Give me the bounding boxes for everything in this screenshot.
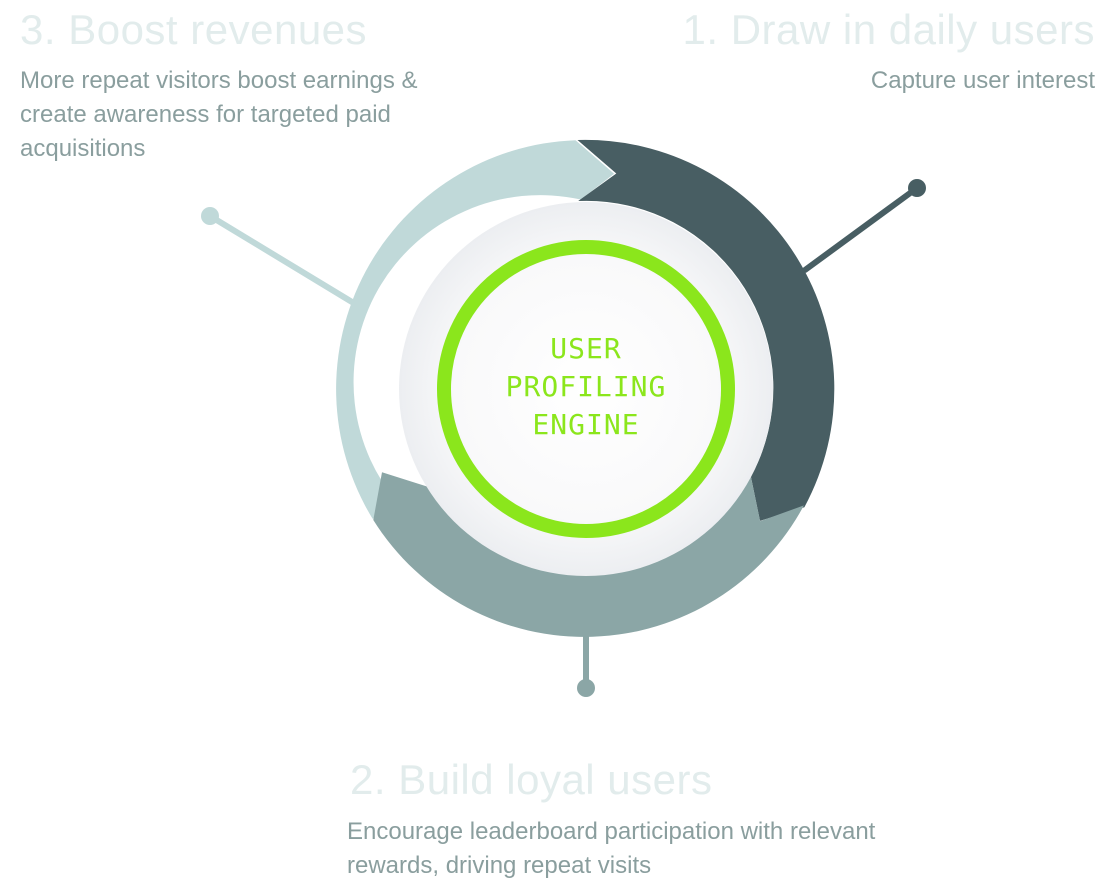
engine-label-line-2: PROFILING: [505, 370, 667, 403]
step-2-description: Encourage leaderboard participation with…: [347, 818, 876, 879]
connector-dot-2: [577, 679, 595, 697]
step-3-description: More repeat visitors boost earnings & cr…: [20, 67, 418, 162]
connector-line-3: [207, 213, 355, 305]
step-1-title: 1. Draw in daily users: [682, 6, 1095, 53]
engine-label-line-1: USER: [550, 332, 622, 365]
ring-segment-3: [336, 140, 615, 519]
ring-segment-2: [373, 472, 804, 637]
connector-dot-1: [908, 179, 926, 197]
step-2-title: 2. Build loyal users: [350, 756, 713, 803]
engine-label-line-3: ENGINE: [532, 408, 640, 441]
engine-ring: [437, 240, 735, 538]
ring-segment-1: [577, 139, 835, 521]
connector-line-1: [802, 185, 920, 273]
inner-disc: [399, 202, 773, 576]
step-1-description: Capture user interest: [870, 67, 1095, 94]
step-3-title: 3. Boost revenues: [20, 6, 368, 53]
connector-dot-3: [201, 207, 219, 225]
